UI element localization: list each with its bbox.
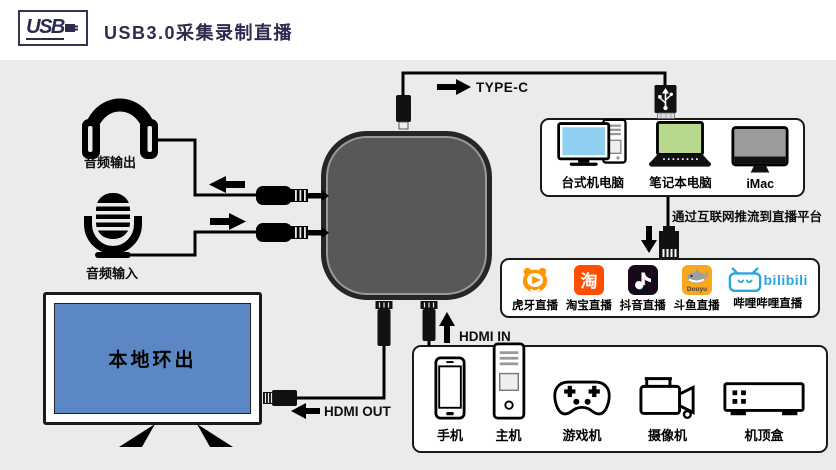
bilibili-label: 哔哩哔哩直播: [733, 298, 803, 310]
live-platforms-box: 虎牙直播 淘 淘宝直播 抖音直播: [500, 258, 820, 318]
tv-monitor: 本地环出: [43, 292, 262, 425]
tv-screen: 本地环出: [54, 303, 251, 414]
usb-plug-glyph-icon: [64, 24, 78, 32]
douyu-wordmark: Douyu: [687, 286, 707, 293]
gamepad-item: 游戏机: [551, 376, 613, 444]
bilibili-wordmark: bilibili: [763, 272, 808, 288]
usb-logo: USB: [18, 10, 88, 46]
pc-tower-item: 主机: [492, 342, 526, 444]
laptop-icon: [649, 121, 712, 167]
camcorder-icon: [638, 377, 695, 419]
smartphone-icon: [434, 356, 466, 420]
douyu-label: 斗鱼直播: [673, 300, 720, 312]
camcorder-label: 摄像机: [647, 428, 687, 443]
desktop-computer-item: 台式机电脑: [556, 118, 630, 191]
capture-box-device: [321, 131, 492, 300]
phone-item: 手机: [434, 356, 466, 444]
settopbox-item: 机顶盒: [722, 378, 806, 444]
camcorder-item: 摄像机: [638, 374, 697, 444]
gamepad-icon: [553, 380, 611, 416]
computers-group-box: 台式机电脑 笔记本电脑 iMac: [540, 118, 805, 197]
gamepad-label: 游戏机: [562, 428, 602, 443]
douyin-label: 抖音直播: [619, 300, 666, 312]
audio-in-label: 音频输入: [86, 266, 139, 281]
imac-icon: [731, 126, 789, 173]
push-stream-label: 通过互联网推流到直播平台: [672, 210, 823, 224]
settopbox-icon: [723, 382, 805, 416]
laptop-label: 笔记本电脑: [649, 176, 712, 190]
settopbox-label: 机顶盒: [744, 428, 784, 443]
huya-icon: [522, 267, 548, 293]
bilibili-item: bilibili 哔哩哔哩直播: [728, 267, 808, 311]
pc-tower-label: 主机: [495, 428, 522, 443]
imac-label: iMac: [746, 177, 775, 191]
imac-item: iMac: [731, 125, 789, 191]
hdmi-sources-box: 手机 主机 游戏机: [412, 342, 828, 453]
desktop-computer-label: 台式机电脑: [561, 176, 624, 190]
hdmi-in-label: HDMI IN: [459, 329, 511, 344]
taobao-item: 淘 淘宝直播: [566, 265, 612, 313]
laptop-item: 笔记本电脑: [649, 120, 712, 191]
phone-label: 手机: [436, 428, 463, 443]
usb-logo-text: USB: [26, 15, 65, 40]
douyin-icon: [627, 265, 658, 295]
audio-out-label: 音频输出: [84, 155, 137, 170]
taobao-label: 淘宝直播: [565, 300, 612, 312]
bilibili-logo-row: bilibili: [728, 267, 808, 293]
douyin-item: 抖音直播: [620, 265, 666, 313]
page-title: USB3.0采集录制直播: [104, 23, 294, 43]
desktop-computer-icon: [556, 118, 627, 166]
pc-tower-icon: [492, 342, 525, 420]
taobao-glyph: 淘: [580, 271, 597, 291]
huya-item: 虎牙直播: [512, 265, 558, 313]
douyu-icon: Douyu: [681, 265, 712, 295]
bilibili-tv-icon: [728, 267, 761, 293]
huya-label: 虎牙直播: [512, 300, 558, 312]
taobao-icon: 淘: [573, 265, 604, 295]
type-c-label: TYPE-C: [476, 80, 529, 95]
douyu-item: Douyu 斗鱼直播: [674, 265, 720, 313]
hdmi-out-label: HDMI OUT: [324, 404, 391, 419]
